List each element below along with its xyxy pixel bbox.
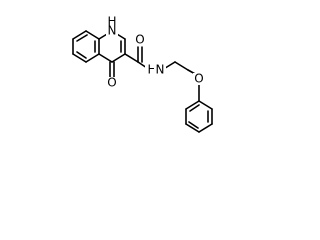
benzo-ring <box>72 30 100 63</box>
phenyl-ring <box>185 100 213 133</box>
amide-oxygen-label: O <box>135 33 144 47</box>
ketone-bond <box>109 61 115 78</box>
ring-nh-hydrogen-label: H <box>107 15 116 29</box>
chemical-structure-diagram: H N O O H N O <box>72 15 213 133</box>
amide-hydrogen-label: H <box>147 63 156 77</box>
amide-nitrogen-label: N <box>156 63 165 77</box>
atom-labels: H N O O H N O <box>106 15 205 90</box>
amide-group <box>124 46 148 69</box>
structure-canvas: H N O O H N O <box>72 15 213 133</box>
ketone-oxygen-label: O <box>107 76 116 90</box>
ether-oxygen-label: O <box>194 72 203 86</box>
ring-nitrogen-label: N <box>108 24 117 38</box>
